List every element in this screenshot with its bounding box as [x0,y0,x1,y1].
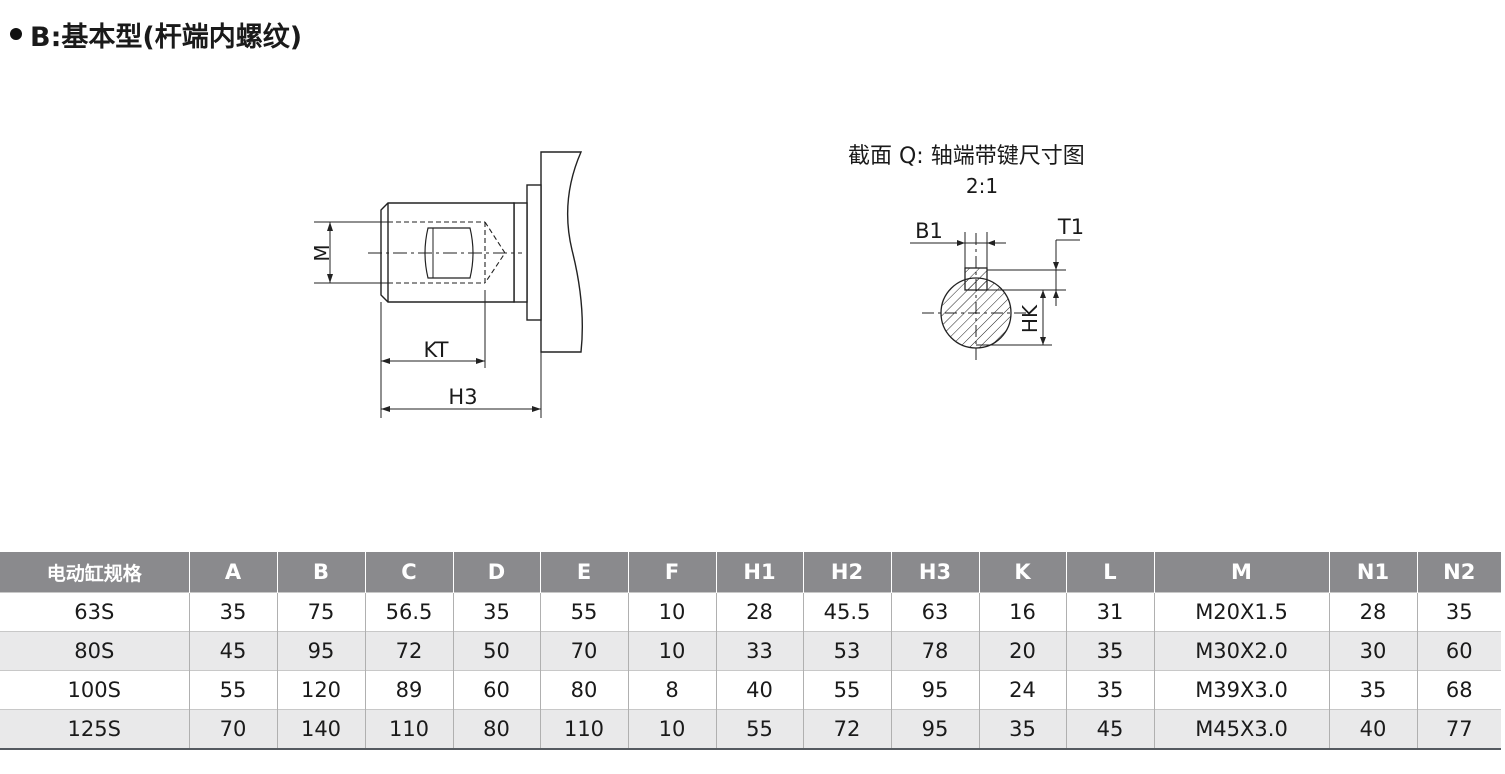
table-cell: 63 [891,592,980,632]
table-cell: 40 [1329,709,1418,750]
table-cell: 35 [979,709,1067,750]
column-header: 电动缸规格 [0,552,190,593]
table-cell: 77 [1417,709,1501,750]
column-header: N1 [1329,552,1418,593]
table-cell: 70 [540,631,629,671]
technical-drawing: M KT H3 B1 T1 HK [310,151,1084,418]
dim-label-b1: B1 [915,219,943,243]
section-title: 截面 Q: 轴端带键尺寸图 [848,144,1085,169]
table-cell: 33 [716,631,804,671]
table-cell: 55 [189,670,278,710]
table-cell: M39X3.0 [1154,670,1330,710]
table-cell: 80S [0,631,190,671]
table-cell: 125S [0,709,190,750]
dim-label-kt: KT [424,338,449,362]
page-title-text: B:基本型(杆端内螺纹) [30,21,303,53]
table-cell: 10 [628,631,717,671]
table-header-row: 电动缸规格 A B C D E F H1 H2 H3 K L M N1 N2 [0,552,1501,593]
table-cell: 45.5 [803,592,892,632]
table-cell: 120 [277,670,366,710]
table-cell: 24 [979,670,1067,710]
table-cell: 28 [1329,592,1418,632]
table-cell: 110 [365,709,454,750]
table-row: 63S 35 75 56.5 35 55 10 28 45.5 63 16 31… [0,592,1501,632]
table-cell: 10 [628,592,717,632]
table-cell: 60 [1417,631,1501,671]
table-cell: 60 [453,670,541,710]
table-cell: 45 [1066,709,1155,750]
table-cell: 72 [365,631,454,671]
table-cell: 56.5 [365,592,454,632]
table-cell: 110 [540,709,629,750]
column-header: M [1154,552,1330,593]
column-header: H2 [803,552,892,593]
dim-label-h3: H3 [448,385,477,409]
table-cell: 78 [891,631,980,671]
bullet-icon [10,28,22,40]
table-cell: 10 [628,709,717,750]
section-scale: 2:1 [965,174,999,198]
table-cell: 100S [0,670,190,710]
table-cell: 35 [1066,670,1155,710]
table-cell: M30X2.0 [1154,631,1330,671]
table-cell: 35 [1417,592,1501,632]
table-cell: 95 [891,709,980,750]
table-cell: 70 [189,709,278,750]
table-cell: M20X1.5 [1154,592,1330,632]
table-row: 80S 45 95 72 50 70 10 33 53 78 20 35 M30… [0,631,1501,671]
column-header: N2 [1417,552,1501,593]
column-header: D [453,552,541,593]
spec-table: 电动缸规格 A B C D E F H1 H2 H3 K L M N1 N2 6… [0,552,1501,750]
column-header: K [979,552,1067,593]
column-header: C [365,552,454,593]
table-cell: M45X3.0 [1154,709,1330,750]
table-cell: 16 [979,592,1067,632]
table-cell: 8 [628,670,717,710]
table-cell: 68 [1417,670,1501,710]
table-cell: 80 [453,709,541,750]
dim-label-m: M [310,244,334,261]
table-cell: 28 [716,592,804,632]
table-cell: 95 [277,631,366,671]
table-cell: 53 [803,631,892,671]
table-cell: 72 [803,709,892,750]
table-cell: 55 [803,670,892,710]
column-header: L [1066,552,1155,593]
dim-label-t1: T1 [1057,215,1084,239]
keyway-section-drawing [910,232,1080,362]
table-cell: 140 [277,709,366,750]
table-cell: 50 [453,631,541,671]
table-cell: 30 [1329,631,1418,671]
table-cell: 20 [979,631,1067,671]
column-header: A [189,552,278,593]
table-cell: 80 [540,670,629,710]
table-cell: 55 [716,709,804,750]
column-header: H1 [716,552,804,593]
table-cell: 31 [1066,592,1155,632]
table-cell: 45 [189,631,278,671]
table-cell: 35 [1329,670,1418,710]
column-header: F [628,552,717,593]
column-header: H3 [891,552,980,593]
table-row: 100S 55 120 89 60 80 8 40 55 95 24 35 M3… [0,670,1501,710]
table-cell: 35 [1066,631,1155,671]
table-cell: 35 [453,592,541,632]
table-cell: 35 [189,592,278,632]
column-header: E [540,552,629,593]
dim-label-hk: HK [1018,304,1042,333]
table-cell: 55 [540,592,629,632]
table-row: 125S 70 140 110 80 110 10 55 72 95 35 45… [0,709,1501,750]
table-cell: 63S [0,592,190,632]
page-title: B:基本型(杆端内螺纹) [10,14,302,54]
table-cell: 40 [716,670,804,710]
column-header: B [277,552,366,593]
table-cell: 75 [277,592,366,632]
table-cell: 89 [365,670,454,710]
table-cell: 95 [891,670,980,710]
rod-end-drawing [314,151,584,418]
